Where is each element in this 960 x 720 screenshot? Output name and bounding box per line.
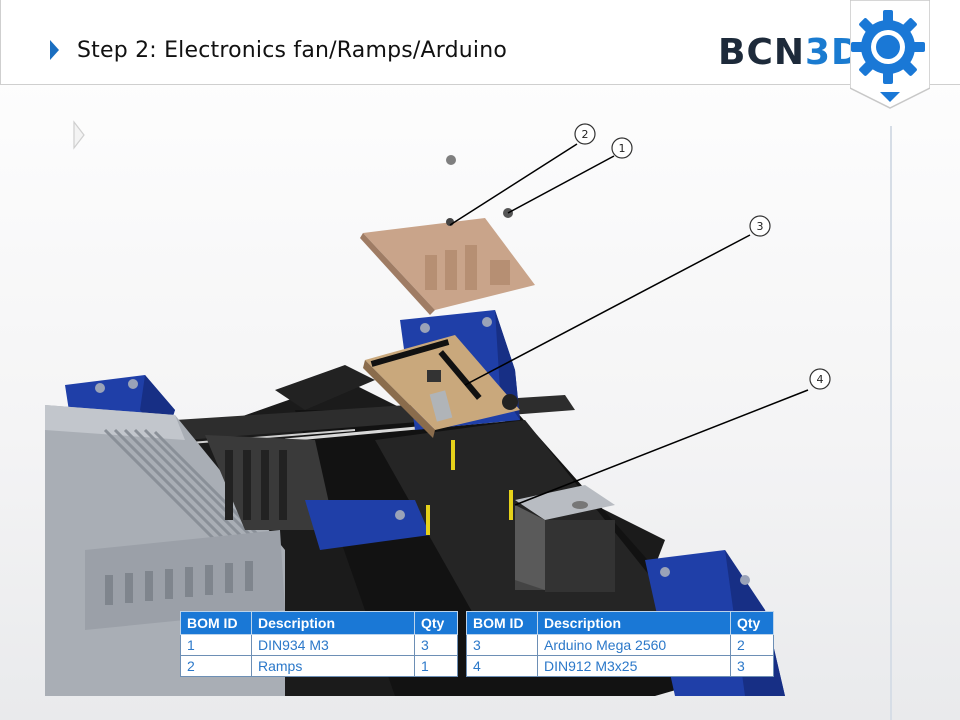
bom-header-id: BOM ID bbox=[180, 611, 252, 635]
bom-cell-id: 1 bbox=[180, 634, 252, 656]
callout-circle-3 bbox=[749, 215, 771, 237]
bom-cell-description: DIN912 M3x25 bbox=[537, 655, 731, 677]
bom-cell-description: Ramps bbox=[251, 655, 415, 677]
callout-circle-4 bbox=[809, 368, 831, 390]
bom-header-description: Description bbox=[251, 611, 415, 635]
bom-cell-id: 4 bbox=[466, 655, 538, 677]
bom-cell-qty: 1 bbox=[414, 655, 458, 677]
bom-header-id: BOM ID bbox=[466, 611, 538, 635]
assembly-illustration: 2 1 3 4 bbox=[45, 123, 831, 696]
bom-table-left: BOM ID Description Qty 1 DIN934 M3 3 2 R… bbox=[180, 611, 458, 677]
logo-main: BCN bbox=[718, 32, 805, 73]
bom-cell-description: DIN934 M3 bbox=[251, 634, 415, 656]
slide-header: Step 2: Electronics fan/Ramps/Arduino BC… bbox=[0, 0, 960, 85]
page-title: Step 2: Electronics fan/Ramps/Arduino bbox=[77, 38, 508, 63]
bom-cell-id: 3 bbox=[466, 634, 538, 656]
title-arrow-icon bbox=[50, 40, 59, 60]
table-row: 4 DIN912 M3x25 3 bbox=[466, 655, 774, 677]
callout-label-1: 1 bbox=[619, 142, 626, 155]
slide-divider bbox=[890, 126, 892, 720]
table-row: 2 Ramps 1 bbox=[180, 655, 458, 677]
bom-cell-qty: 2 bbox=[730, 634, 774, 656]
gear-badge-icon bbox=[850, 0, 930, 109]
callout-label-4: 4 bbox=[817, 373, 824, 386]
callout-label-3: 3 bbox=[757, 220, 764, 233]
bom-header-qty: Qty bbox=[730, 611, 774, 635]
header-border bbox=[0, 0, 1, 84]
bom-cell-qty: 3 bbox=[730, 655, 774, 677]
bom-header-qty: Qty bbox=[414, 611, 458, 635]
bom-cell-id: 2 bbox=[180, 655, 252, 677]
bom-header-description: Description bbox=[537, 611, 731, 635]
bom-cell-qty: 3 bbox=[414, 634, 458, 656]
table-row: 3 Arduino Mega 2560 2 bbox=[466, 634, 774, 656]
bom-cell-description: Arduino Mega 2560 bbox=[537, 634, 731, 656]
table-row: 1 DIN934 M3 3 bbox=[180, 634, 458, 656]
bom-table-right: BOM ID Description Qty 3 Arduino Mega 25… bbox=[466, 611, 774, 677]
callout-circle-1 bbox=[611, 137, 633, 159]
brand-logo: BCN3D bbox=[718, 32, 862, 73]
callout-circle-2 bbox=[574, 123, 596, 145]
chevron-right-icon bbox=[73, 120, 85, 150]
callout-label-2: 2 bbox=[582, 128, 589, 141]
